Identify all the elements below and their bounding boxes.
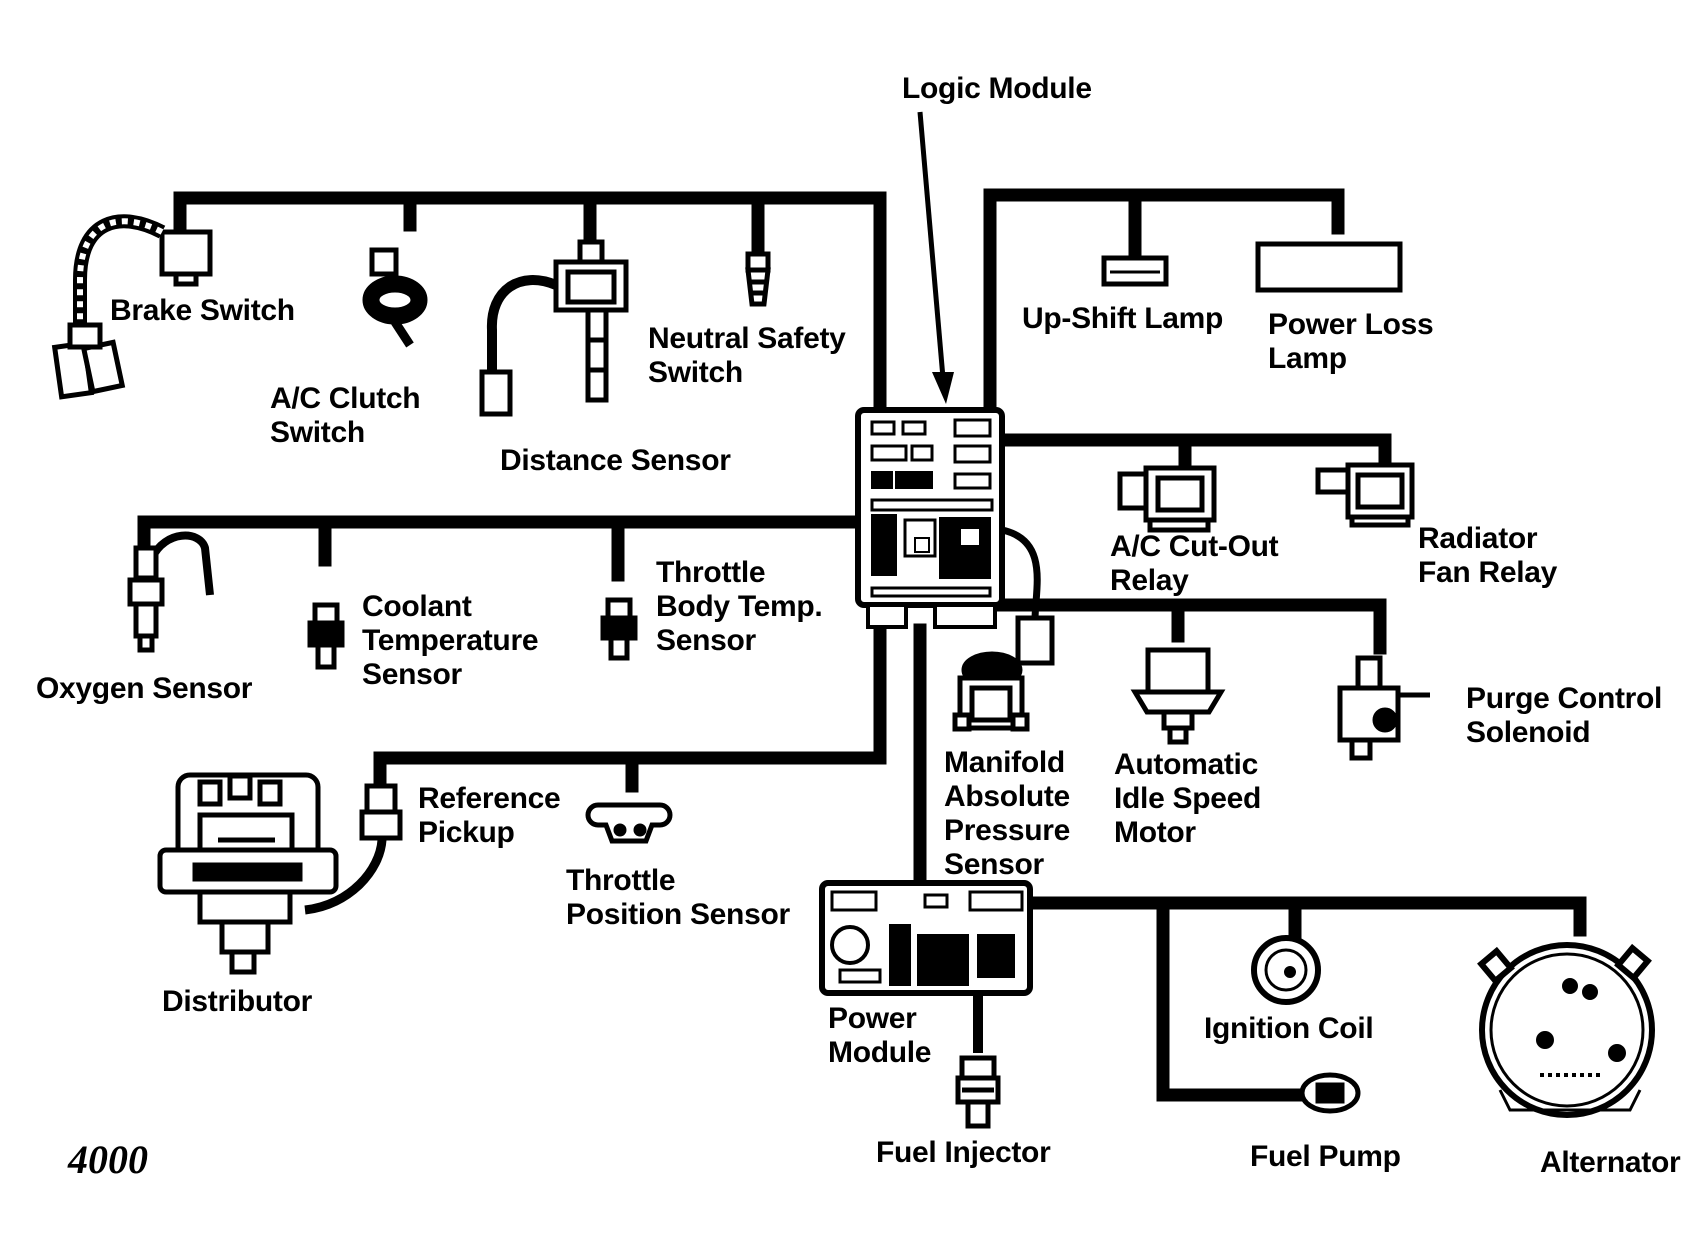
- radiator-fan-relay-label: Radiator Fan Relay: [1418, 522, 1558, 589]
- up-shift-lamp-label: Up-Shift Lamp: [1022, 302, 1224, 335]
- logic-module-box: [855, 407, 1005, 629]
- distributor-part: [157, 772, 387, 975]
- throttle-body-temp-sensor-part: [600, 597, 638, 661]
- logic-module-label: Logic Module: [902, 72, 1092, 105]
- harness-top-right: [983, 188, 1345, 422]
- ac-cutout-relay-label: A/C Cut-Out Relay: [1110, 530, 1279, 597]
- neutral-safety-switch-part: [745, 251, 771, 307]
- power-module-box: [819, 880, 1033, 996]
- harness-relays: [995, 433, 1392, 475]
- idle-speed-motor-label: Automatic Idle Speed Motor: [1114, 748, 1262, 849]
- brake-switch-part: [51, 214, 213, 400]
- alternator-label: Alternator: [1540, 1146, 1681, 1179]
- purge-control-solenoid-label: Purge Control Solenoid: [1466, 682, 1663, 749]
- power-module-label: Power Module: [828, 1002, 932, 1069]
- fuel-injector-label: Fuel Injector: [876, 1136, 1051, 1169]
- purge-control-solenoid-part: [1337, 655, 1430, 761]
- up-shift-lamp-part: [1101, 255, 1169, 287]
- ignition-coil-part: [1251, 935, 1321, 1005]
- fuel-pump-label: Fuel Pump: [1250, 1140, 1401, 1173]
- distance-sensor-part: [479, 239, 629, 417]
- harness-top-left: [173, 191, 887, 422]
- brake-switch-label: Brake Switch: [110, 294, 295, 327]
- throttle-position-sensor-part: [585, 802, 673, 844]
- ac-cutout-relay-part: [1117, 465, 1217, 533]
- logic-module-arrow: [917, 111, 954, 404]
- power-loss-lamp-label: Power Loss Lamp: [1268, 308, 1434, 375]
- harness-actuators: [995, 598, 1387, 655]
- harness-reference: [373, 608, 887, 793]
- reference-pickup-part: [359, 783, 403, 841]
- throttle-position-sensor-label: Throttle Position Sensor: [566, 864, 790, 931]
- oxygen-sensor-part: [127, 531, 214, 653]
- map-sensor-label: Manifold Absolute Pressure Sensor: [944, 746, 1071, 881]
- distributor-label: Distributor: [162, 985, 313, 1018]
- distance-sensor-label: Distance Sensor: [500, 444, 731, 477]
- fuel-pump-part: [1299, 1072, 1361, 1114]
- reference-pickup-label: Reference Pickup: [418, 782, 561, 849]
- coolant-temp-sensor-part: [307, 602, 345, 670]
- figure-number: 4000: [68, 1137, 148, 1182]
- idle-speed-motor-part: [1130, 647, 1226, 745]
- alternator-part: [1477, 942, 1655, 1118]
- harness-sensors: [137, 515, 867, 582]
- oxygen-sensor-label: Oxygen Sensor: [36, 672, 253, 705]
- power-loss-lamp-part: [1255, 241, 1403, 293]
- fuel-injector-part: [955, 1055, 1001, 1129]
- throttle-body-temp-sensor-label: Throttle Body Temp. Sensor: [656, 556, 823, 657]
- radiator-fan-relay-part: [1315, 462, 1415, 528]
- neutral-safety-switch-label: Neutral Safety Switch: [648, 322, 846, 389]
- coolant-temp-sensor-label: Coolant Temperature Sensor: [362, 590, 539, 691]
- ac-clutch-switch-part: [362, 247, 428, 348]
- ignition-coil-label: Ignition Coil: [1204, 1012, 1374, 1045]
- map-sensor-part: [952, 651, 1030, 732]
- ac-clutch-switch-label: A/C Clutch Switch: [270, 382, 421, 449]
